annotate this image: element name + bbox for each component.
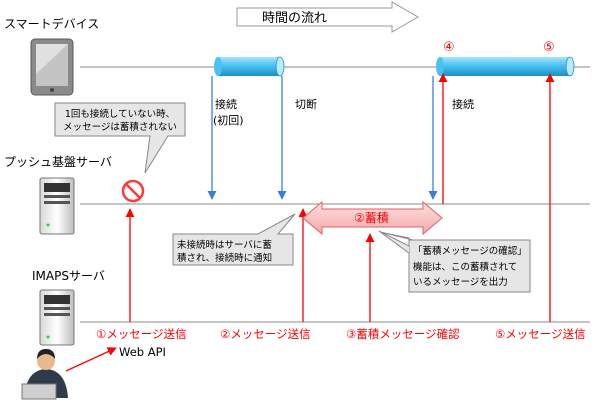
session-cylinder-1 xyxy=(214,56,285,77)
callout-stored-line-2: 積され、接続時に通知 xyxy=(177,252,272,264)
callout-no-connect-line-1: 1回も接続していない時、 xyxy=(65,108,175,120)
accumulate-label: ②蓄積 xyxy=(354,210,389,225)
marker-four: ④ xyxy=(443,40,455,55)
callout-no-connect-line-2: メッセージは蓄積されない xyxy=(63,121,177,133)
user-at-pc-icon xyxy=(21,349,68,400)
push-server-label: プッシュ基盤サーバ xyxy=(4,155,112,169)
session-cylinder-2 xyxy=(436,56,575,77)
step-1-label: ①メッセージ送信 xyxy=(96,327,187,341)
connect-first-label: 接続 xyxy=(215,97,237,111)
time-flow-label: 時間の流れ xyxy=(262,11,327,26)
marker-five: ⑤ xyxy=(543,40,555,55)
web-api-label: Web API xyxy=(119,345,166,359)
web-api-arrow xyxy=(65,347,117,372)
tablet-icon xyxy=(30,38,74,96)
imaps-server-label: IMAPSサーバ xyxy=(32,269,105,283)
callout-confirm-line-1: 「蓄積メッセージの確認」 xyxy=(413,245,527,257)
smart-device-label: スマートデバイス xyxy=(4,16,99,31)
callout-confirm-line-3: いるメッセージを出力 xyxy=(413,276,508,288)
callout-confirm-line-2: 機能は、この蓄積されて xyxy=(413,261,517,273)
callout-no-connect xyxy=(54,102,186,174)
prohibited-icon xyxy=(121,179,145,203)
server-icon xyxy=(39,289,75,346)
time-flow-arrow xyxy=(236,1,420,33)
callout-stored-line-1: 未接続時はサーバに蓄 xyxy=(177,239,272,251)
connect-first-note: (初回) xyxy=(213,113,244,127)
connect-label: 接続 xyxy=(452,97,474,111)
server-icon xyxy=(39,177,75,235)
step-2-label: ②メッセージ送信 xyxy=(220,327,311,341)
callout-confirm xyxy=(378,230,531,293)
disconnect-label: 切断 xyxy=(295,97,317,111)
step-3-label: ③蓄積メッセージ確認 xyxy=(346,327,460,341)
step-5-label: ⑤メッセージ送信 xyxy=(495,327,586,341)
callout-stored xyxy=(172,213,296,266)
accumulate-arrow xyxy=(302,200,443,236)
